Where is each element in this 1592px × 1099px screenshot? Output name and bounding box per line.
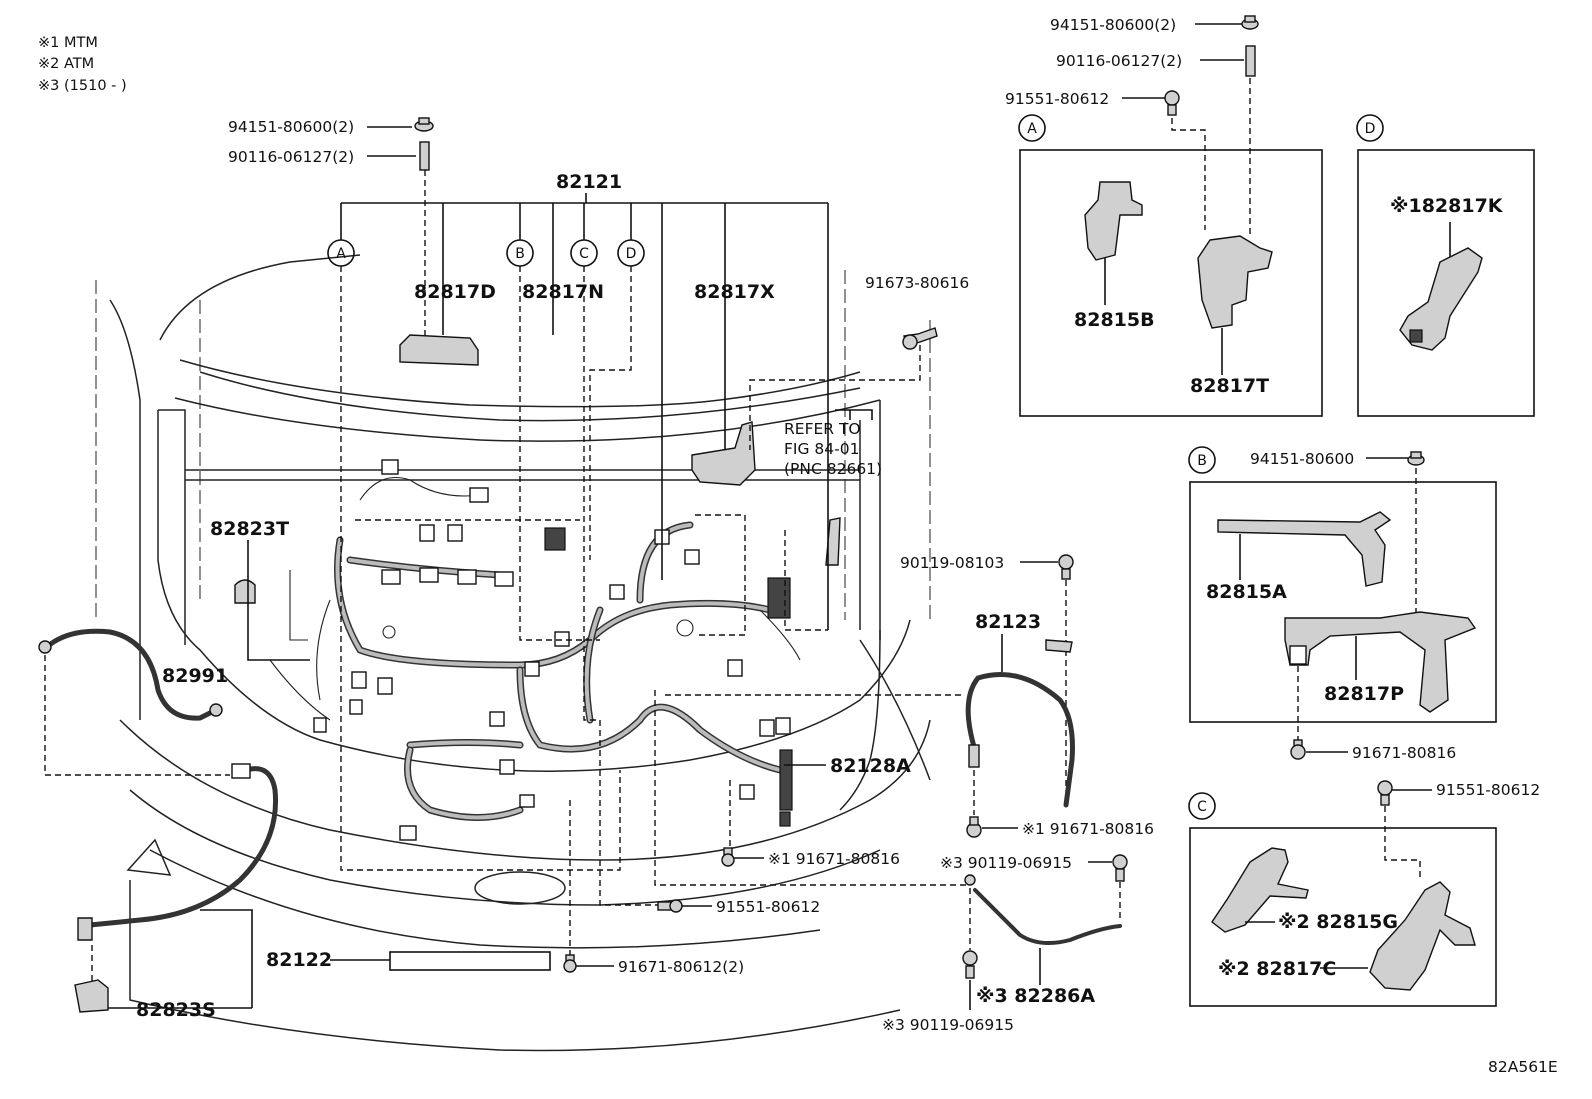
label-82123: 82123 bbox=[975, 611, 1041, 633]
bolt-91671-mtm-icon bbox=[721, 847, 735, 867]
figure-code: 82A561E bbox=[1488, 1058, 1558, 1076]
label-91673: 91673-80616 bbox=[865, 274, 969, 292]
label-94151-left: 94151-80600(2) bbox=[228, 118, 354, 136]
label-82815b: 82815B bbox=[1074, 309, 1155, 331]
marker-c: C bbox=[570, 239, 598, 267]
clamp-82817k-icon bbox=[1399, 247, 1483, 351]
label-82823t: 82823T bbox=[210, 518, 289, 540]
detail-b-box bbox=[1189, 481, 1497, 723]
marker-b: B bbox=[506, 239, 534, 267]
label-82128a: 82128A bbox=[830, 755, 911, 777]
label-91551-main: 91551-80612 bbox=[716, 898, 820, 916]
cable-82123-icon bbox=[965, 639, 1075, 808]
nut-94151-tr-icon bbox=[1241, 15, 1259, 30]
label-91551-c: 91551-80612 bbox=[1436, 781, 1540, 799]
label-91671-80612: 91671-80612(2) bbox=[618, 958, 744, 976]
label-82286a: ※3 82286A bbox=[976, 985, 1095, 1007]
marker-leaders bbox=[340, 170, 970, 960]
label-90119-08103: 90119-08103 bbox=[900, 554, 1004, 572]
harness-82122-icon bbox=[74, 763, 279, 1013]
refer-line-3: (PNC 82661) bbox=[784, 460, 882, 478]
bracket-82815g-icon bbox=[1211, 847, 1309, 933]
label-94151-b: 94151-80600 bbox=[1250, 450, 1354, 468]
label-91671-mtm-main: ※1 91671-80816 bbox=[768, 850, 900, 868]
stud-90116-left-icon bbox=[419, 141, 430, 171]
cable-82286a-icon bbox=[964, 874, 1122, 946]
note-date-range: ※3 (1510 - ) bbox=[38, 78, 127, 94]
bolt-91671-right-icon bbox=[966, 816, 982, 838]
label-82823s: 82823S bbox=[136, 999, 216, 1021]
label-82121: 82121 bbox=[556, 171, 622, 193]
label-82815g: ※2 82815G bbox=[1278, 911, 1398, 933]
svg-text:B: B bbox=[1197, 453, 1207, 469]
bolt-90119-06915-top-icon bbox=[1112, 854, 1128, 882]
svg-text:B: B bbox=[515, 246, 525, 262]
bolt-91551-main-icon bbox=[657, 899, 683, 913]
bolt-90119-08103-icon bbox=[1058, 554, 1074, 580]
bolt-91551-tr-icon bbox=[1164, 90, 1180, 116]
nut-94151-b-icon bbox=[1407, 451, 1425, 466]
svg-text:A: A bbox=[336, 246, 346, 262]
label-82817t: 82817T bbox=[1190, 375, 1269, 397]
svg-text:D: D bbox=[1365, 121, 1376, 137]
clamp-82817t-icon bbox=[1197, 235, 1273, 329]
detail-d-box bbox=[1357, 149, 1535, 417]
detail-c-marker: C bbox=[1188, 792, 1216, 820]
clamp-82817x-icon bbox=[691, 421, 756, 486]
engine-room-harness bbox=[234, 459, 841, 841]
bolt-91551-c-icon bbox=[1377, 780, 1393, 806]
label-90116-tr: 90116-06127(2) bbox=[1056, 52, 1182, 70]
harness-82121-leaders bbox=[340, 193, 829, 630]
detail-d-marker: D bbox=[1356, 114, 1384, 142]
svg-text:C: C bbox=[579, 246, 589, 262]
marker-d: D bbox=[617, 239, 645, 267]
label-82817c: ※2 82817C bbox=[1218, 958, 1336, 980]
label-90119-06915-top: ※3 90119-06915 bbox=[940, 854, 1072, 872]
nut-94151-left-icon bbox=[414, 117, 434, 132]
bolt-91673-icon bbox=[902, 327, 938, 350]
label-82991: 82991 bbox=[162, 665, 228, 687]
label-82817n: 82817N bbox=[522, 281, 604, 303]
label-91551-tr: 91551-80612 bbox=[1005, 90, 1109, 108]
detail-a-marker: A bbox=[1018, 114, 1046, 142]
stud-90116-tr-icon bbox=[1245, 45, 1256, 77]
svg-text:D: D bbox=[626, 246, 637, 262]
clamp-82817d-icon bbox=[399, 334, 479, 366]
refer-line-1: REFER TO bbox=[784, 420, 861, 438]
svg-text:A: A bbox=[1027, 121, 1037, 137]
cable-82991-icon bbox=[38, 628, 223, 721]
detail-a-box bbox=[1019, 149, 1323, 417]
label-82817x: 82817X bbox=[694, 281, 775, 303]
clamp-82817p-icon bbox=[1284, 611, 1477, 713]
label-94151-tr: 94151-80600(2) bbox=[1050, 16, 1176, 34]
refer-line-2: FIG 84-01 bbox=[784, 440, 859, 458]
bracket-82815b-icon bbox=[1084, 181, 1143, 261]
bolt-91671-b-icon bbox=[1290, 739, 1306, 760]
marker-a: A bbox=[327, 239, 355, 267]
label-82817k: ※182817K bbox=[1390, 195, 1504, 217]
detail-c-box bbox=[1189, 827, 1497, 1007]
bracket-82815a-icon bbox=[1217, 511, 1392, 587]
label-82122: 82122 bbox=[266, 949, 332, 971]
label-91671-b: 91671-80816 bbox=[1352, 744, 1456, 762]
harness-82122-segment bbox=[389, 951, 551, 971]
note-atm: ※2 ATM bbox=[38, 56, 94, 72]
bolt-91671-2-icon bbox=[563, 954, 577, 973]
car-body-outline bbox=[95, 254, 931, 1052]
bolt-90119-06915-bottom-icon bbox=[962, 950, 978, 979]
svg-text:C: C bbox=[1197, 799, 1207, 815]
label-82817d: 82817D bbox=[414, 281, 496, 303]
label-82817p: 82817P bbox=[1324, 683, 1404, 705]
note-mtm: ※1 MTM bbox=[38, 35, 98, 51]
label-90116-left: 90116-06127(2) bbox=[228, 148, 354, 166]
label-91671-mtm-right: ※1 91671-80816 bbox=[1022, 820, 1154, 838]
detail-b-marker: B bbox=[1188, 446, 1216, 474]
label-90119-06915-bottom: ※3 90119-06915 bbox=[882, 1016, 1014, 1034]
label-82815a: 82815A bbox=[1206, 581, 1287, 603]
clamp-82817c-icon bbox=[1369, 881, 1476, 991]
